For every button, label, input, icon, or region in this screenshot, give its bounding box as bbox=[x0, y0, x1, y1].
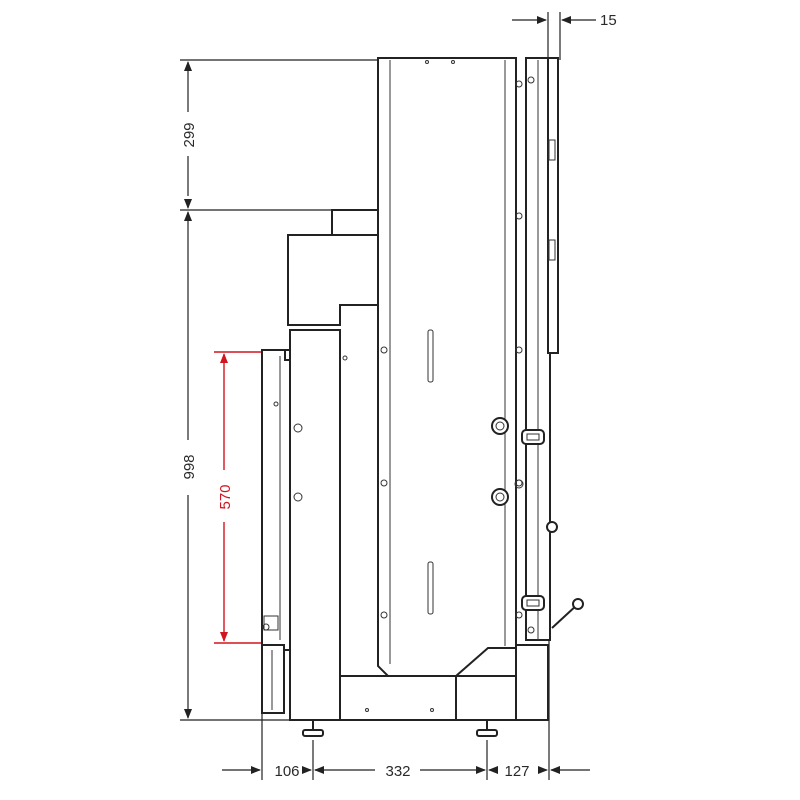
dim-upper-height: 299 bbox=[180, 59, 380, 209]
rear-mounting-plate bbox=[525, 57, 559, 641]
dim-upper-height-label: 299 bbox=[181, 122, 198, 147]
dim-opening-height: 570 bbox=[214, 351, 262, 644]
water-connectors bbox=[491, 417, 558, 611]
dim-top-clearance: 15 bbox=[512, 12, 617, 60]
adjustable-feet bbox=[302, 720, 498, 737]
dim-opening-height-label: 570 bbox=[217, 484, 234, 509]
dim-body-depth-label: 332 bbox=[385, 763, 410, 780]
front-support bbox=[261, 644, 285, 714]
dim-rear-depth-label: 127 bbox=[504, 763, 529, 780]
control-lever bbox=[551, 598, 584, 629]
lower-base bbox=[289, 329, 549, 721]
dim-front-depth-label: 106 bbox=[274, 763, 299, 780]
screw-marks bbox=[342, 60, 455, 712]
dim-top-clearance-label: 15 bbox=[600, 12, 617, 29]
top-cover bbox=[287, 209, 379, 326]
dim-total-height-label: 998 bbox=[181, 454, 198, 479]
main-body bbox=[377, 57, 523, 677]
